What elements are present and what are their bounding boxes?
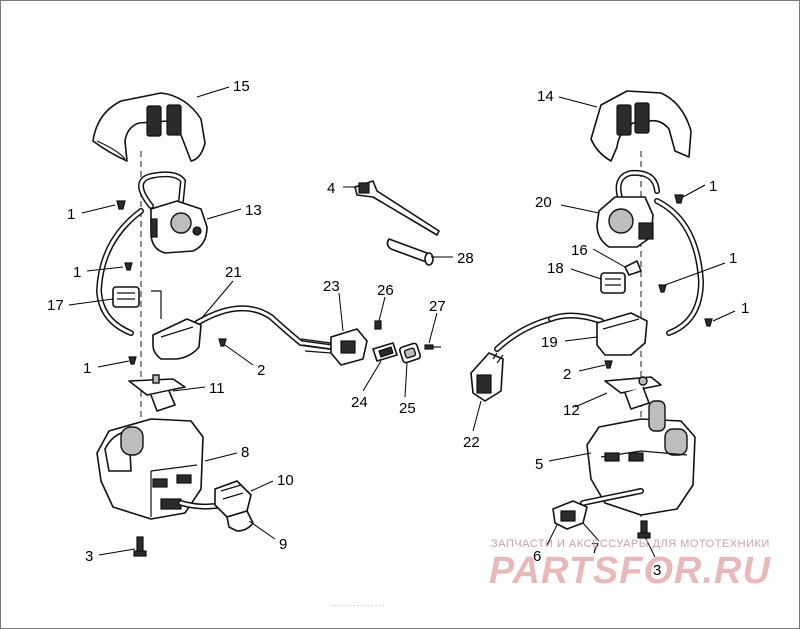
watermark-tagline: ЗАПЧАСТИ И АКСЕССУАРЫ ДЛЯ МОТОТЕХНИКИ bbox=[491, 538, 770, 550]
screw-3-right bbox=[637, 520, 651, 539]
part-7-connector bbox=[552, 500, 588, 530]
screw-2-right bbox=[604, 360, 613, 369]
watermark: ЗАПЧАСТИ И АКСЕССУАРЫ ДЛЯ МОТОТЕХНИКИ PA… bbox=[489, 538, 771, 592]
leader-lines bbox=[68, 86, 736, 558]
part-12-bracket bbox=[604, 376, 662, 410]
label-part-9: 9 bbox=[279, 536, 287, 553]
screw-1-right-b bbox=[658, 284, 667, 293]
label-part-4: 4 bbox=[327, 180, 335, 197]
label-part-8: 8 bbox=[241, 444, 249, 461]
part-11-bracket bbox=[128, 374, 186, 412]
part-24-seal bbox=[372, 342, 398, 362]
part-21-switch-block bbox=[152, 318, 202, 360]
screw-1-left-c bbox=[128, 356, 137, 365]
part-14-upper-cover bbox=[590, 90, 692, 162]
label-part-15: 15 bbox=[233, 78, 250, 95]
left-switch-housing-assembly bbox=[92, 92, 334, 557]
label-part-26: 26 bbox=[377, 282, 394, 299]
label-part-1: 1 bbox=[83, 360, 91, 377]
screw-1-left-a bbox=[116, 200, 126, 210]
part-19-switch-block bbox=[596, 312, 648, 356]
part-26-pin bbox=[374, 320, 382, 330]
part-22-connector bbox=[470, 316, 554, 402]
label-part-28: 28 bbox=[457, 250, 474, 267]
label-part-10: 10 bbox=[277, 472, 294, 489]
part-13-switch bbox=[150, 200, 208, 254]
label-part-2: 2 bbox=[257, 362, 265, 379]
label-part-1: 1 bbox=[729, 250, 737, 267]
part-15-upper-cover bbox=[92, 92, 206, 162]
part-28-sleeve bbox=[386, 238, 434, 266]
part-23-connector bbox=[300, 328, 368, 366]
part-5-lower-housing bbox=[586, 400, 696, 516]
label-part-1: 1 bbox=[73, 264, 81, 281]
screw-2-left bbox=[218, 338, 227, 347]
screw-1-right-a bbox=[674, 194, 684, 204]
label-part-16: 16 bbox=[571, 242, 588, 259]
part-27-pin bbox=[424, 344, 441, 350]
label-part-12: 12 bbox=[563, 402, 580, 419]
footer-caption: - - - - - - - - - - - - - - - bbox=[331, 603, 384, 609]
label-part-24: 24 bbox=[351, 394, 368, 411]
label-part-17: 17 bbox=[47, 297, 64, 314]
label-part-21: 21 bbox=[225, 264, 242, 281]
part-17-connector bbox=[112, 286, 140, 308]
label-part-18: 18 bbox=[547, 260, 564, 277]
label-part-1: 1 bbox=[709, 178, 717, 195]
part-20-switch bbox=[596, 196, 654, 248]
label-part-1: 1 bbox=[67, 206, 75, 223]
screw-3-left bbox=[133, 536, 147, 557]
label-part-7: 7 bbox=[591, 540, 599, 557]
centre-parts bbox=[300, 180, 554, 402]
label-part-19: 19 bbox=[541, 334, 558, 351]
label-part-13: 13 bbox=[245, 202, 262, 219]
part-9-boot bbox=[226, 510, 254, 532]
label-part-6: 6 bbox=[533, 548, 541, 565]
label-part-27: 27 bbox=[429, 298, 446, 315]
screw-1-right-c bbox=[704, 318, 713, 327]
label-part-23: 23 bbox=[323, 278, 340, 295]
part-18-connector bbox=[600, 272, 626, 294]
label-part-25: 25 bbox=[399, 400, 416, 417]
label-part-2: 2 bbox=[563, 366, 571, 383]
label-part-14: 14 bbox=[537, 88, 554, 105]
label-part-22: 22 bbox=[463, 434, 480, 451]
part-4-cable-tie bbox=[354, 180, 440, 236]
label-part-1: 1 bbox=[741, 300, 749, 317]
part-8-lower-housing bbox=[96, 418, 204, 520]
label-part-5: 5 bbox=[535, 456, 543, 473]
part-16-clip bbox=[624, 260, 642, 276]
part-25-gasket bbox=[398, 342, 422, 364]
screw-1-left-b bbox=[124, 262, 133, 271]
label-part-3: 3 bbox=[653, 562, 661, 579]
label-part-11: 11 bbox=[209, 380, 225, 397]
right-switch-housing-assembly bbox=[548, 90, 713, 539]
label-part-3: 3 bbox=[85, 548, 93, 565]
part-labels: 15 1 13 1 21 17 1 2 11 8 10 9 3 4 28 23 … bbox=[47, 78, 749, 579]
watermark-brand: PARTSFOR.RU bbox=[489, 550, 771, 592]
label-part-20: 20 bbox=[535, 194, 552, 211]
